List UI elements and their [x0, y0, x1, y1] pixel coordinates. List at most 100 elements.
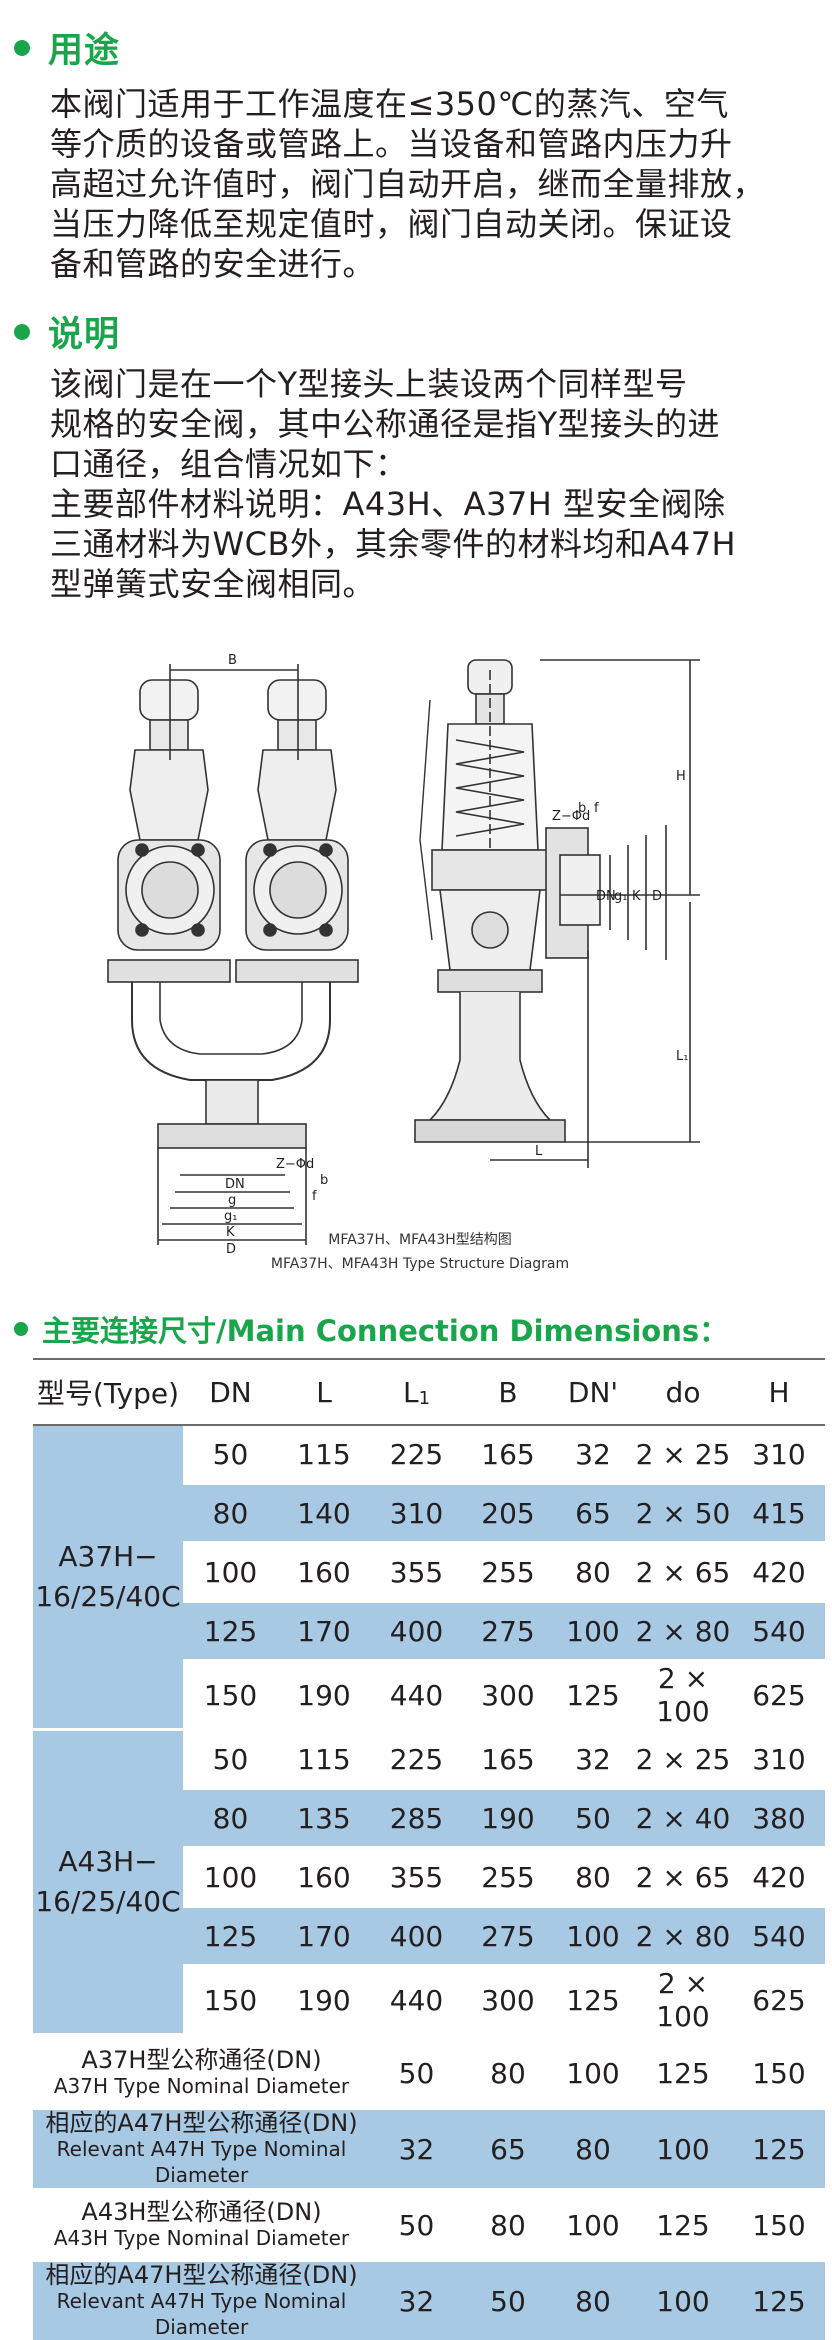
dimensions-table: 型号(Type) DN L L1 B DN' do H A37H−16/25/4…	[33, 1358, 825, 2340]
header-cell: B	[463, 1358, 553, 1426]
text-line: 备和管路的安全进行。	[50, 245, 376, 283]
dim-label-dn-right: DN	[596, 889, 616, 904]
section-title: 用途	[48, 31, 121, 71]
table-cell: 300	[463, 1660, 553, 1731]
table-cell: 50	[183, 1729, 278, 1790]
header-cell: 型号(Type)	[33, 1358, 183, 1426]
table-cell: 115	[278, 1425, 370, 1485]
header-cell: H	[733, 1358, 825, 1426]
row-label-en: A43H Type Nominal Diameter	[53, 2226, 350, 2250]
row-label: A37H型公称通径(DN)A37H Type Nominal Diameter	[33, 2034, 370, 2110]
bullet-icon	[14, 1322, 28, 1336]
header-l1-main: L	[402, 1375, 419, 1409]
table-cell: 150	[733, 2188, 825, 2262]
table-cell: 65	[463, 2110, 553, 2188]
table-cell: 80	[553, 1542, 633, 1603]
table-cell: 355	[370, 1542, 463, 1603]
description-paragraph: 该阀门是在一个Y型接头上装设两个同样型号 规格的安全阀，其中公称通径是指Y型接头…	[50, 364, 820, 604]
table-cell: 100	[553, 1906, 633, 1967]
table-cell: 125	[553, 1660, 633, 1731]
table-cell: 50	[553, 1788, 633, 1849]
table-cell: 50	[370, 2034, 463, 2110]
table-cell: 2 × 50	[633, 1483, 733, 1544]
header-cell: DN	[183, 1358, 278, 1426]
dim-label-d-right: D	[652, 889, 662, 904]
row-label: 相应的A47H型公称通径(DN)Relevant A47H Type Nomin…	[33, 2110, 370, 2188]
table-cell: 255	[463, 1847, 553, 1908]
table-cell: 2 × 25	[633, 1425, 733, 1485]
dim-label-b: B	[228, 653, 237, 668]
header-cell: do	[633, 1358, 733, 1426]
row-label-en: A37H Type Nominal Diameter	[53, 2074, 350, 2098]
text-line: 型弹簧式安全阀相同。	[50, 565, 376, 603]
header-l1-subscript: 1	[418, 1387, 431, 1409]
type-line: A43H−	[58, 1845, 158, 1878]
table-cell: 205	[463, 1483, 553, 1544]
table-cell: 170	[278, 1906, 370, 1967]
table-cell: 170	[278, 1601, 370, 1662]
text-line: 高超过允许值时，阀门自动开启，继而全量排放，	[50, 165, 766, 203]
nominal-diameter-row: 相应的A47H型公称通径(DN)Relevant A47H Type Nomin…	[33, 2110, 825, 2188]
table-cell: 32	[370, 2262, 463, 2340]
table-cell: 100	[553, 2034, 633, 2110]
dimensions-title: 主要连接尺寸/Main Connection Dimensions：	[42, 1314, 729, 1348]
table-cell: 150	[733, 2034, 825, 2110]
table-cell: 285	[370, 1788, 463, 1849]
text-line: 主要部件材料说明：A43H、A37H 型安全阀除	[50, 485, 726, 523]
table-cell: 165	[463, 1425, 553, 1485]
table-cell: 300	[463, 1965, 553, 2036]
table-cell: 400	[370, 1906, 463, 1967]
table-cell: 125	[183, 1601, 278, 1662]
diagram-caption-cn: MFA37H、MFA43H型结构图	[328, 1232, 512, 1248]
table-cell: 625	[733, 1965, 825, 2036]
type-cell: A37H−16/25/40C	[33, 1425, 183, 1731]
table-cell: 135	[278, 1788, 370, 1849]
table-cell: 140	[278, 1483, 370, 1544]
table-cell: 2 × 80	[633, 1906, 733, 1967]
row-label-en: Relevant A47H Type Nominal Diameter	[56, 2137, 347, 2187]
diagram-caption-en: MFA37H、MFA43H Type Structure Diagram	[271, 1256, 569, 1272]
table-cell: 50	[183, 1425, 278, 1485]
header-cell: L1	[370, 1358, 463, 1426]
table-cell: 310	[370, 1483, 463, 1544]
table-cell: 255	[463, 1542, 553, 1603]
table-cell: 2 × 100	[633, 1660, 733, 1731]
text-line: 三通材料为WCB外，其余零件的材料均和A47H	[50, 525, 737, 563]
type-line: 16/25/40C	[35, 1580, 181, 1613]
dim-label-k-right: K	[632, 889, 641, 904]
table-cell: 2 × 65	[633, 1847, 733, 1908]
text-line: 当压力降低至规定值时，阀门自动关闭。保证设	[50, 205, 733, 243]
dim-label-g1: g₁	[224, 1209, 237, 1224]
row-label-cn: 相应的A47H型公称通径(DN)	[45, 2261, 358, 2289]
table-cell: 100	[633, 2110, 733, 2188]
dim-label-d: D	[226, 1242, 236, 1257]
header-cell: DN'	[553, 1358, 633, 1426]
table-cell: 80	[553, 1847, 633, 1908]
table-cell: 400	[370, 1601, 463, 1662]
bullet-icon	[14, 323, 30, 340]
section-title: 说明	[48, 315, 121, 355]
row-label-en: Relevant A47H Type Nominal Diameter	[56, 2289, 347, 2339]
text-line: 规格的安全阀，其中公称通径是指Y型接头的进	[50, 405, 721, 443]
table-cell: 310	[733, 1425, 825, 1485]
row-label-cn: A37H型公称通径(DN)	[81, 2046, 322, 2074]
section-description-heading: 说明	[14, 306, 120, 357]
dim-label-zd: Z−Φd	[276, 1157, 314, 1172]
table-cell: 190	[463, 1788, 553, 1849]
table-cell: 125	[733, 2262, 825, 2340]
table-cell: 160	[278, 1847, 370, 1908]
table-cell: 125	[733, 2110, 825, 2188]
dim-label-b-right: b	[578, 801, 586, 816]
table-cell: 415	[733, 1483, 825, 1544]
dim-label-g1-right: g₁	[614, 889, 627, 904]
table-cell: 380	[733, 1788, 825, 1849]
row-label-cn: A43H型公称通径(DN)	[81, 2198, 322, 2226]
table-cell: 190	[278, 1660, 370, 1731]
table-cell: 100	[633, 2262, 733, 2340]
table-cell: 115	[278, 1729, 370, 1790]
